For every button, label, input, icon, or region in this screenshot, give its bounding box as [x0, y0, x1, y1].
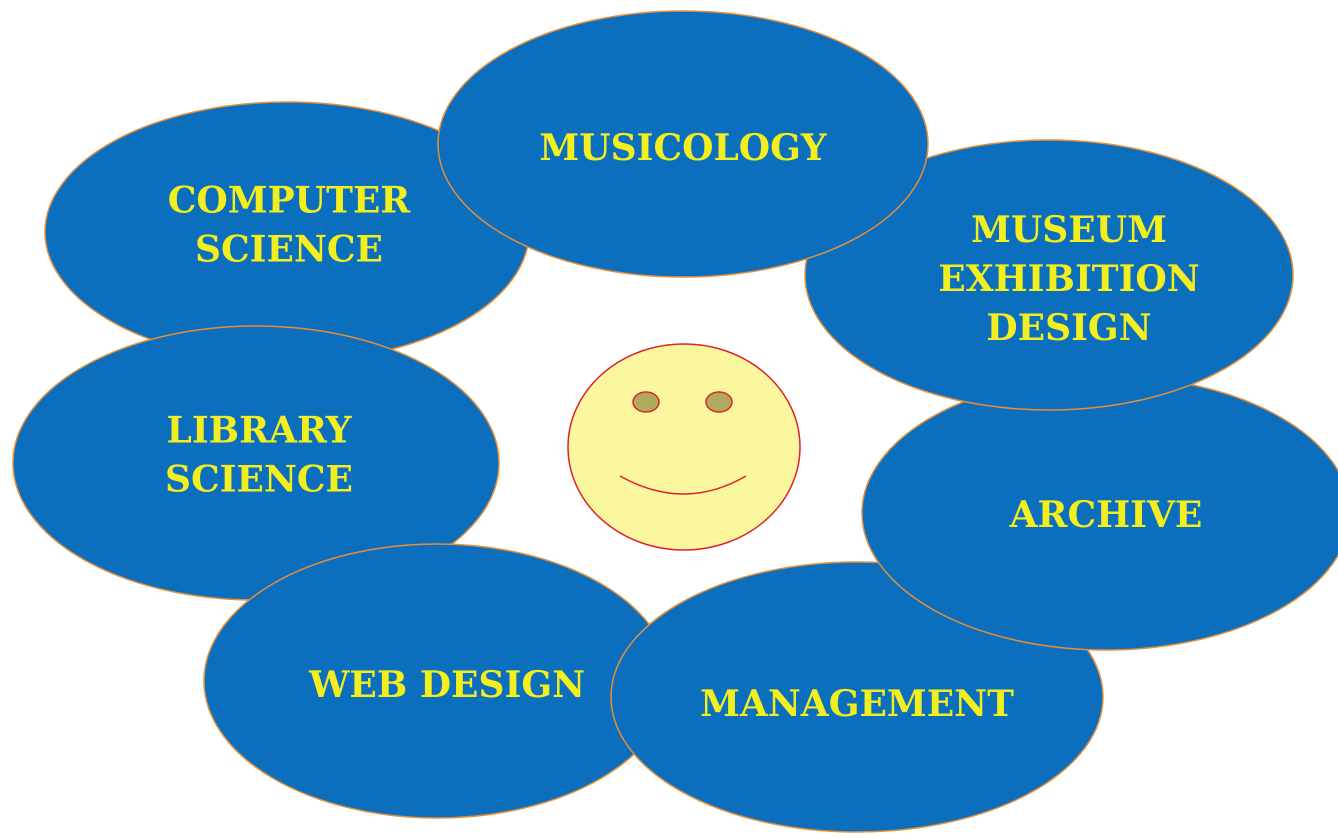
node-museum-exhibition-design-label-line: DESIGN: [986, 307, 1151, 349]
node-musicology-ellipse: [437, 10, 929, 278]
node-management-label-line: MANAGEMENT: [700, 683, 1014, 725]
smiley-face-icon: [567, 343, 801, 551]
node-web-design-label-line: WEB DESIGN: [308, 664, 585, 706]
node-computer-science-label-line: SCIENCE: [195, 229, 383, 271]
node-museum-exhibition-design-ellipse: [804, 139, 1294, 411]
node-library-science-label-line: SCIENCE: [165, 459, 353, 501]
smiley-left-eye: [632, 391, 660, 413]
ellipse-nodes: COMPUTER SCIENCE LIBRARY SCIENCE WEB DESIGN M…: [12, 10, 1338, 833]
node-musicology-label-line: MUSICOLOGY: [539, 127, 828, 169]
node-archive: ARCHIVE: [861, 375, 1338, 651]
node-museum-exhibition-design: MUSEUM EXHIBITION DESIGN: [804, 139, 1294, 411]
smiley-mouth: [619, 475, 747, 495]
node-museum-exhibition-design-label-line: EXHIBITION: [938, 258, 1199, 300]
node-computer-science: COMPUTER SCIENCE: [44, 101, 530, 363]
node-musicology: MUSICOLOGY: [437, 10, 929, 278]
node-library-science: LIBRARY SCIENCE: [12, 325, 500, 601]
smiley-right-eye: [705, 391, 733, 413]
smiley-face-circle: [567, 343, 801, 551]
node-computer-science-label-line: COMPUTER: [168, 180, 412, 222]
node-museum-exhibition-design-label-line: MUSEUM: [971, 209, 1167, 251]
node-web-design: WEB DESIGN: [203, 543, 671, 819]
node-archive-label-line: ARCHIVE: [1009, 494, 1203, 536]
node-library-science-label-line: LIBRARY: [167, 410, 353, 452]
